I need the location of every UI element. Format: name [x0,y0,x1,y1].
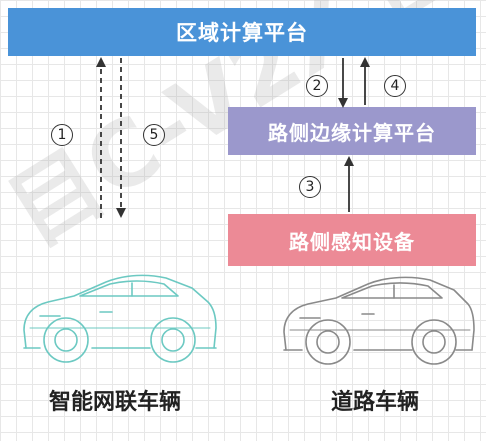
road-vehicle-label: 道路车辆 [330,390,419,415]
step-4-marker: 4 [384,75,406,97]
regional-computing-platform: 区域计算平台 [8,8,476,56]
icv-car-icon [23,274,217,363]
step-1-marker: 1 [51,124,73,146]
step-2-marker: 2 [306,75,328,97]
roadside-sensing-device: 路侧感知设备 [228,214,476,266]
icv-label: 智能网联车辆 [48,390,181,415]
road-vehicle-car-icon [283,276,475,365]
roadside-edge-computing-platform: 路侧边缘计算平台 [228,107,476,155]
step-5-marker: 5 [143,124,165,146]
step-3-marker: 3 [299,176,321,198]
